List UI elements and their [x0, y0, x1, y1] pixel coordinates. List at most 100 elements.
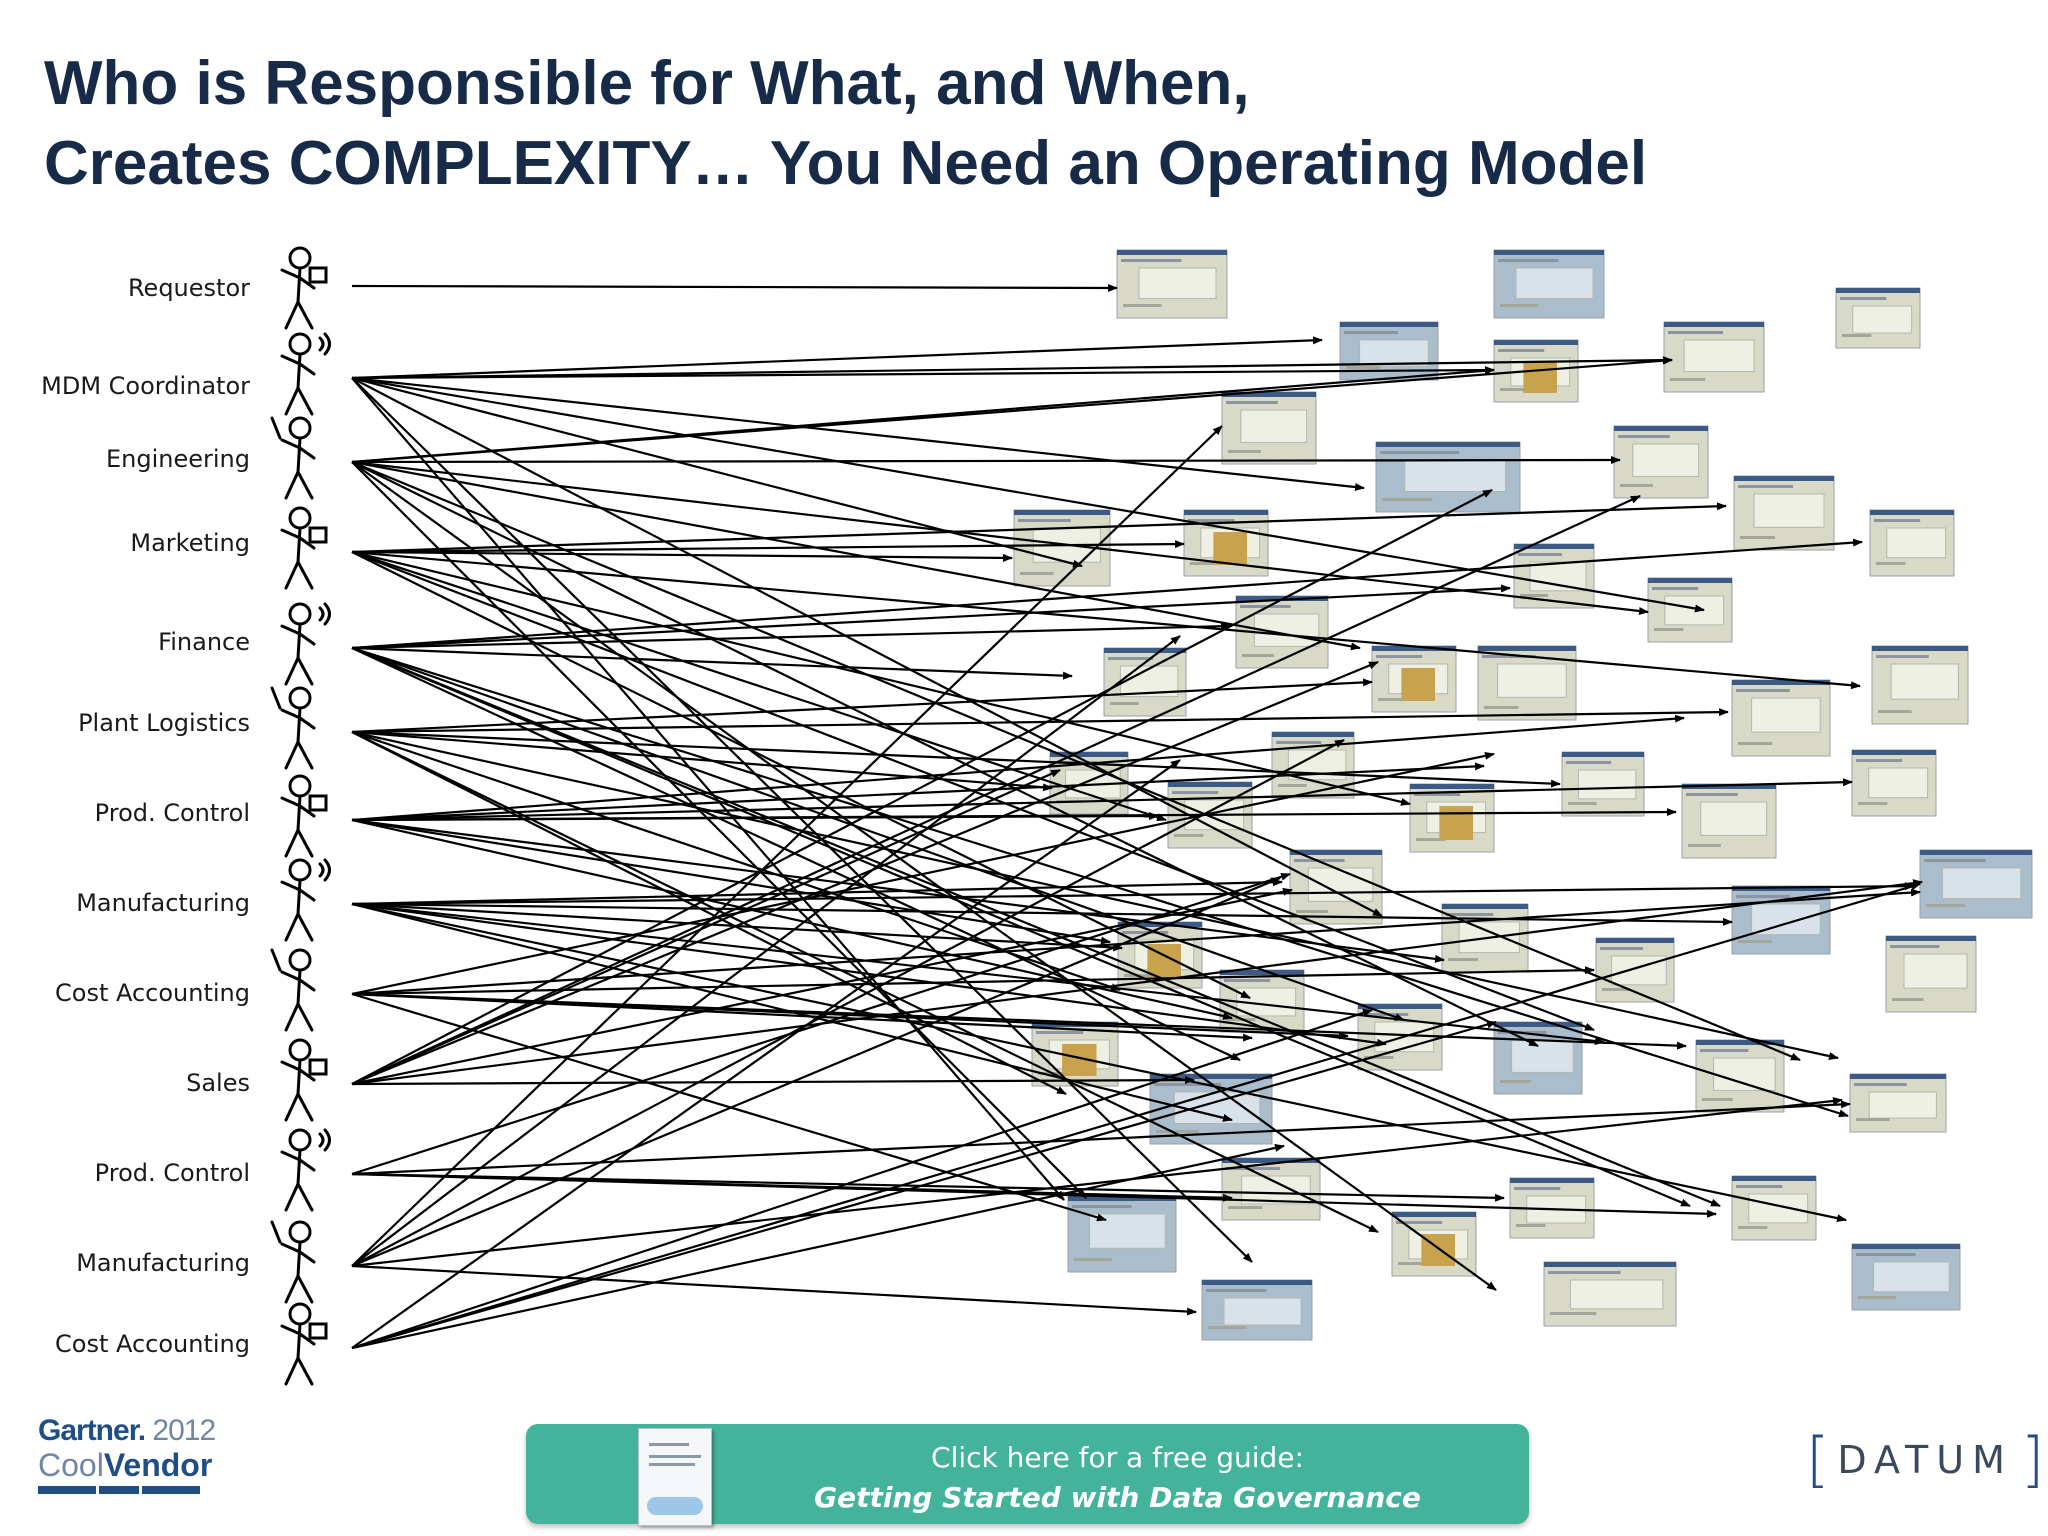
responsibility-arrow [351, 882, 1915, 906]
screenshot-thumbnail [1183, 509, 1269, 577]
responsibility-arrow [351, 902, 1847, 1223]
responsibility-arrow [351, 461, 1087, 1199]
banner-line-2: Getting Started with Data Governance [814, 1481, 1421, 1514]
gartner-year: 2012 [152, 1414, 216, 1447]
screenshot-thumbnail [1681, 783, 1777, 859]
role-row: Cost Accounting [55, 1302, 328, 1386]
screenshot-thumbnail [1493, 1021, 1583, 1095]
responsibility-arrow [351, 730, 1053, 792]
responsibility-arrow [351, 489, 1493, 1085]
responsibility-arrow [351, 1172, 1717, 1218]
screenshot-thumbnail [1409, 783, 1495, 853]
role-label: Requestor [128, 274, 250, 302]
role-row: Manufacturing [76, 1220, 316, 1304]
screenshot-thumbnail [1885, 935, 1977, 1013]
role-row: MDM Coordinator [41, 332, 331, 416]
screenshot-thumbnail [1731, 679, 1831, 757]
stick-figure-phone-icon [280, 1038, 328, 1122]
screenshot-thumbnail [1375, 441, 1521, 513]
responsibility-arrow [351, 377, 1253, 1263]
role-label: Prod. Control [95, 799, 250, 827]
gartner-cool-vendor-logo: Gartner. 2012 CoolVendor [38, 1414, 218, 1506]
screenshot-thumbnail [1663, 321, 1765, 393]
role-row: Prod. Control [95, 1128, 331, 1212]
responsibility-arrow [351, 902, 1387, 1047]
responsibility-arrow [351, 584, 1511, 650]
role-row: Finance [158, 602, 331, 686]
screens-layer [1013, 249, 2033, 1341]
page-title: Who is Responsible for What, and When, C… [44, 44, 1647, 204]
responsibility-arrow [351, 1020, 1497, 1350]
screenshot-thumbnail [1543, 1261, 1677, 1327]
responsibility-arrow [351, 660, 1379, 1086]
gartner-brand: Gartner. [38, 1414, 146, 1447]
role-label: Cost Accounting [55, 1330, 250, 1358]
screenshot-thumbnail [1613, 425, 1709, 499]
page-title-line-1: Who is Responsible for What, and When, [44, 49, 1250, 118]
responsibility-arrow [351, 731, 1067, 1095]
responsibility-arrow [351, 730, 1121, 992]
responsibility-arrow [351, 366, 1495, 380]
responsibility-arrow [351, 283, 1118, 292]
responsibility-arrow [351, 376, 1083, 568]
responsibility-arrow [351, 540, 1185, 554]
gartner-cool: Cool [38, 1447, 104, 1483]
responsibility-arrow [351, 635, 1181, 1267]
responsibility-arrow [351, 1097, 1843, 1268]
role-row: Prod. Control [95, 774, 328, 858]
role-label: Finance [158, 628, 250, 656]
stick-figure-laptop-icon [280, 1302, 328, 1386]
screenshot-thumbnail [1221, 391, 1317, 465]
free-guide-banner[interactable]: Click here for a free guide: Getting Sta… [526, 1424, 1529, 1526]
responsibility-arrow [351, 502, 1727, 554]
responsibility-arrow [351, 356, 1673, 380]
screenshot-thumbnail [1871, 645, 1969, 725]
role-row: Sales [186, 1038, 328, 1122]
stick-figure-flowers-icon [280, 506, 328, 590]
role-label: Manufacturing [76, 1249, 250, 1277]
stick-figure-tool-icon [270, 1220, 316, 1304]
role-label: Engineering [106, 445, 250, 473]
stick-figure-tool-icon [270, 416, 316, 500]
responsibility-arrow [351, 622, 1231, 650]
arrows-layer [351, 283, 1923, 1350]
screenshot-thumbnail [1116, 249, 1228, 319]
screenshot-thumbnail [1103, 647, 1187, 717]
datum-word: DATUM [1837, 1438, 2013, 1482]
responsibility-arrow [351, 992, 1687, 1050]
screenshot-thumbnail [1289, 849, 1383, 925]
responsibility-arrow [351, 550, 1411, 806]
responsibility-arrow [351, 376, 1365, 492]
banner-line-1: Click here for a free guide: [931, 1441, 1304, 1474]
role-row: Manufacturing [76, 858, 331, 942]
stick-figure-laptop-icon [280, 332, 331, 416]
gartner-bar [38, 1486, 218, 1494]
responsibility-arrow [351, 356, 1673, 464]
stick-figure-walking-icon [280, 1128, 331, 1212]
responsibility-arrow [351, 1172, 1505, 1202]
responsibility-arrow [351, 550, 1861, 690]
guide-book-icon [638, 1428, 712, 1526]
role-label: Plant Logistics [78, 709, 250, 737]
responsibility-arrow [351, 882, 1921, 1350]
role-label: Marketing [130, 529, 250, 557]
responsibility-arrow [351, 708, 1729, 734]
screenshot-thumbnail [1919, 849, 2033, 919]
role-row: Cost Accounting [55, 948, 316, 1032]
responsibility-arrow [351, 646, 1405, 1022]
responsibility-arrow [351, 730, 1561, 788]
screenshot-thumbnail [1731, 1175, 1817, 1241]
responsibility-arrow [351, 460, 1649, 615]
responsibility-arrow [351, 768, 1061, 1086]
responsibility-arrow [351, 1008, 1373, 1350]
stick-figure-phone-icon [280, 246, 328, 330]
responsibility-arrow [351, 879, 1923, 1086]
stick-figure-clipboard-icon [280, 602, 331, 686]
screenshot-thumbnail [1561, 751, 1645, 817]
stick-figure-walking-icon [280, 774, 328, 858]
responsibility-arrow [351, 425, 1223, 1267]
screenshot-thumbnail [1869, 509, 1955, 577]
responsibility-arrow [351, 376, 1705, 613]
screenshot-thumbnail [1851, 1243, 1961, 1311]
role-label: Manufacturing [76, 889, 250, 917]
